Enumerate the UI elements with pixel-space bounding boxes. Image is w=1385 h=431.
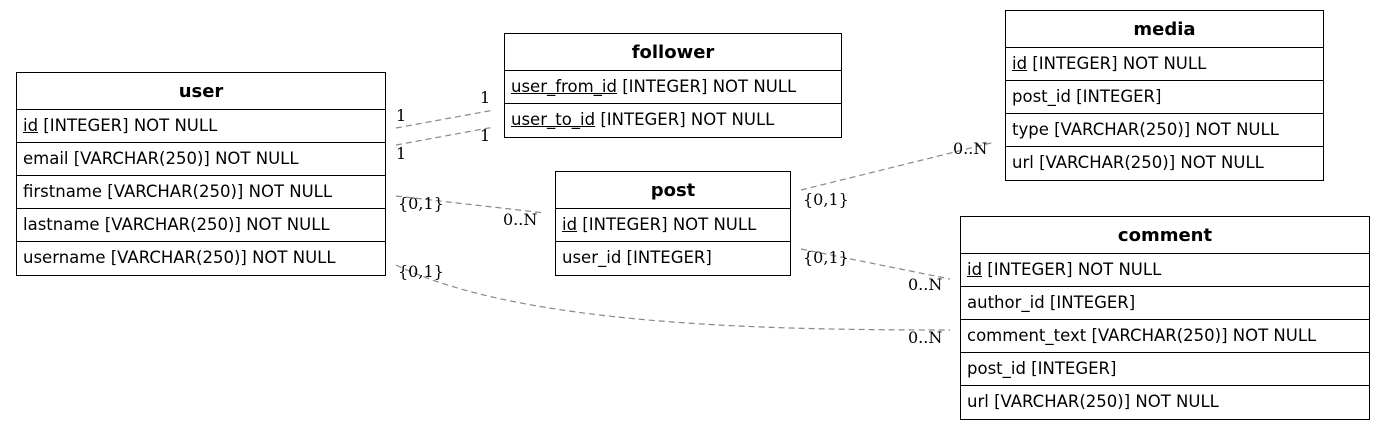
table-title: comment [961, 217, 1369, 254]
column-def: type [VARCHAR(250)] NOT NULL [1012, 120, 1279, 139]
column-row: url [VARCHAR(250)] NOT NULL [961, 386, 1369, 419]
table-title: post [556, 172, 790, 209]
primary-key: id [1012, 54, 1028, 73]
cardinality-label: 1 [396, 144, 407, 163]
table-title: media [1006, 11, 1323, 48]
table-media[interactable]: media id [INTEGER] NOT NULL post_id [INT… [1005, 10, 1324, 181]
cardinality-label: {0,1} [803, 248, 849, 267]
column-row: firstname [VARCHAR(250)] NOT NULL [17, 176, 385, 209]
table-title: follower [505, 34, 841, 71]
relation-user-comment [395, 264, 951, 331]
column-row: id [INTEGER] NOT NULL [1006, 48, 1323, 81]
column-def: [INTEGER] NOT NULL [595, 110, 775, 129]
column-def: firstname [VARCHAR(250)] NOT NULL [23, 182, 333, 201]
column-row: user_to_id [INTEGER] NOT NULL [505, 104, 841, 137]
column-def: [INTEGER] NOT NULL [982, 260, 1162, 279]
column-row: lastname [VARCHAR(250)] NOT NULL [17, 209, 385, 242]
primary-key: id [967, 260, 983, 279]
column-row: type [VARCHAR(250)] NOT NULL [1006, 114, 1323, 147]
cardinality-label: 0..N [953, 139, 988, 158]
column-row: id [INTEGER] NOT NULL [17, 110, 385, 143]
column-def: [INTEGER] NOT NULL [616, 77, 797, 96]
column-row: post_id [INTEGER] [961, 353, 1369, 386]
column-row: user_from_id [INTEGER] NOT NULL [505, 71, 841, 104]
relation-user-post [395, 195, 546, 214]
column-row: id [INTEGER] NOT NULL [556, 209, 790, 242]
cardinality-label: 1 [396, 106, 407, 125]
cardinality-label: {0,1} [398, 262, 444, 281]
column-def: user_id [INTEGER] [562, 248, 712, 267]
column-row: url [VARCHAR(250)] NOT NULL [1006, 147, 1323, 180]
column-def: post_id [INTEGER] [967, 359, 1117, 378]
cardinality-label: {0,1} [803, 190, 849, 209]
column-def: username [VARCHAR(250)] NOT NULL [23, 248, 336, 267]
column-row: comment_text [VARCHAR(250)] NOT NULL [961, 320, 1369, 353]
table-title: user [17, 73, 385, 110]
column-def: post_id [INTEGER] [1012, 87, 1162, 106]
column-row: email [VARCHAR(250)] NOT NULL [17, 143, 385, 176]
primary-key: id [23, 116, 39, 135]
column-row: author_id [INTEGER] [961, 287, 1369, 320]
primary-key: id [562, 215, 578, 234]
cardinality-label: 0..N [908, 275, 943, 294]
relation-post-comment [800, 248, 951, 280]
column-row: id [INTEGER] NOT NULL [961, 254, 1369, 287]
column-row: user_id [INTEGER] [556, 242, 790, 275]
column-def: [INTEGER] NOT NULL [577, 215, 757, 234]
column-def: [INTEGER] NOT NULL [1027, 54, 1207, 73]
column-def: author_id [INTEGER] [967, 293, 1136, 312]
cardinality-label: 0..N [503, 210, 538, 229]
table-comment[interactable]: comment id [INTEGER] NOT NULL author_id … [960, 216, 1370, 420]
column-def: [INTEGER] NOT NULL [38, 116, 218, 135]
column-def: url [VARCHAR(250)] NOT NULL [1012, 153, 1264, 172]
column-def: lastname [VARCHAR(250)] NOT NULL [23, 215, 330, 234]
column-row: username [VARCHAR(250)] NOT NULL [17, 242, 385, 275]
column-def: comment_text [VARCHAR(250)] NOT NULL [967, 326, 1317, 345]
column-def: url [VARCHAR(250)] NOT NULL [967, 392, 1219, 411]
cardinality-label: {0,1} [398, 194, 444, 213]
table-user[interactable]: user id [INTEGER] NOT NULL email [VARCHA… [16, 72, 386, 276]
cardinality-label: 1 [480, 88, 491, 107]
table-post[interactable]: post id [INTEGER] NOT NULL user_id [INTE… [555, 171, 791, 276]
relation-post-media [800, 141, 996, 191]
table-follower[interactable]: follower user_from_id [INTEGER] NOT NULL… [504, 33, 842, 138]
cardinality-label: 1 [480, 126, 491, 145]
primary-key: user_to_id [511, 110, 596, 129]
column-def: email [VARCHAR(250)] NOT NULL [23, 149, 299, 168]
primary-key: user_from_id [511, 77, 617, 96]
cardinality-label: 0..N [908, 328, 943, 347]
relation-user-follower-from [395, 109, 495, 129]
relation-user-follower-to [395, 126, 495, 146]
column-row: post_id [INTEGER] [1006, 81, 1323, 114]
